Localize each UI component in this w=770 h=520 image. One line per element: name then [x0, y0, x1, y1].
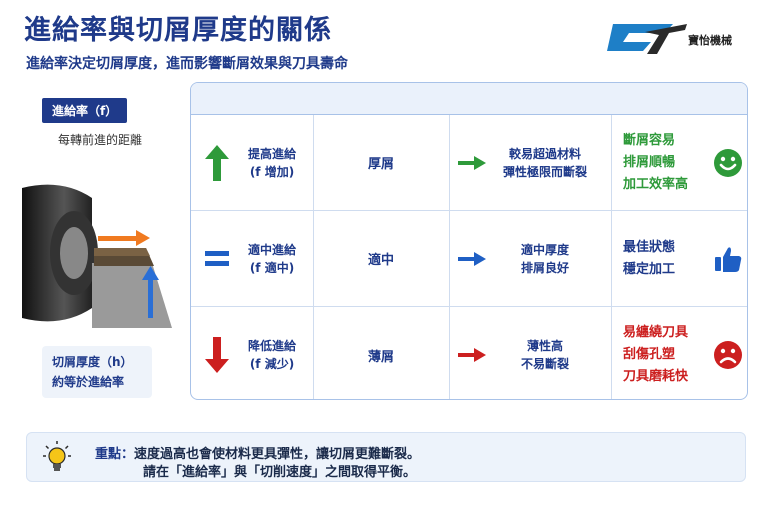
result-line: 易纏繞刀具 [623, 325, 689, 340]
feed-sublabel: (f 增加) [249, 164, 295, 179]
effect-line: 薄性高 [526, 339, 563, 353]
feed-rate-description: 每轉前進的距離 [57, 132, 142, 147]
lightbulb-icon [43, 441, 71, 471]
page-title: 進給率與切屑厚度的關係 [24, 15, 332, 46]
up-arrow-icon [205, 144, 229, 181]
feed-label: 降低進給 [247, 339, 296, 353]
result-line: 穩定加工 [623, 261, 676, 277]
result-line: 加工效率高 [623, 176, 689, 192]
table-header [191, 83, 747, 115]
brand-name: 寶怡機械 [688, 34, 732, 47]
effect-line: 不易斷裂 [520, 357, 569, 371]
brand-logo [607, 24, 687, 54]
thumbs-up-icon [715, 246, 742, 272]
note-text: 速度過高也會使材料更具彈性，讓切屑更難斷裂。 [134, 447, 421, 462]
chip-thickness-note: 切屑厚度（h） 約等於進給率 [42, 346, 152, 398]
effect-line: 適中厚度 [520, 242, 569, 257]
table-row: 降低進給 (f 減少) 薄屑 薄性高 不易斷裂 易纏繞刀具 刮傷孔塑 刀具磨耗快 [191, 307, 747, 399]
right-arrow-icon [458, 155, 486, 170]
chip-thickness-value: 適中 [367, 253, 394, 268]
relationship-table: 提高進給 (f 增加) 厚屑 較易超過材料 彈性極限而斷裂 斷屑容易 排屑順暢 … [190, 82, 748, 400]
result-line: 最佳狀態 [623, 239, 676, 255]
result-line: 刀具磨耗快 [623, 369, 689, 384]
down-arrow-icon [205, 337, 229, 373]
chip-thickness-value: 厚屑 [367, 157, 394, 172]
chip-thickness-value: 薄屑 [367, 349, 394, 365]
effect-line: 較易超過材料 [508, 146, 581, 161]
feed-sublabel: (f 減少) [249, 357, 295, 371]
right-arrow-icon [458, 348, 486, 362]
feed-label: 提高進給 [247, 146, 296, 161]
page-subtitle: 進給率決定切屑厚度，進而影響斷屑效果與刀具壽命 [26, 56, 348, 72]
result-line: 刮傷孔塑 [623, 347, 676, 362]
feed-rate-tag: 進給率（f） [42, 98, 128, 123]
chip-thickness-description: 約等於進給率 [52, 375, 125, 389]
table-row: 適中進給 (f 適中) 適中 適中厚度 排屑良好 最佳狀態 穩定加工 [191, 211, 747, 307]
smile-face-icon [714, 148, 742, 177]
cutting-tool-illustration [22, 178, 172, 328]
table-row: 提高進給 (f 增加) 厚屑 較易超過材料 彈性極限而斷裂 斷屑容易 排屑順暢 … [191, 115, 747, 211]
sad-face-icon [714, 341, 742, 369]
chip-thickness-label: 切屑厚度（h） [52, 355, 133, 369]
note-label: 重點： [95, 447, 135, 462]
result-line: 斷屑容易 [623, 132, 676, 148]
effect-line: 排屑良好 [520, 260, 569, 275]
key-point-note: 重點：速度過高也會使材料更具彈性，讓切屑更難斷裂。 請在「進給率」與「切削速度」… [26, 432, 746, 482]
result-line: 排屑順暢 [623, 154, 676, 170]
feed-label: 適中進給 [247, 242, 296, 257]
equals-icon [205, 250, 229, 266]
right-arrow-icon [458, 251, 486, 266]
feed-sublabel: (f 適中) [249, 260, 295, 275]
note-text: 請在「進給率」與「切削速度」之間取得平衡。 [143, 465, 417, 480]
effect-line: 彈性極限而斷裂 [502, 164, 587, 179]
